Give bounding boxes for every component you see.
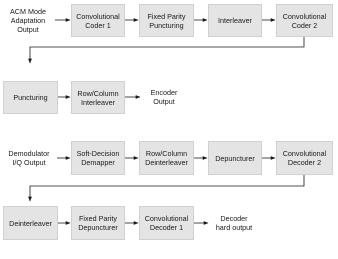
deinterleaver-block: Deinterleaver <box>3 206 58 240</box>
row-column-interleaver-block: Row/Column Interleaver <box>71 81 125 114</box>
encoder-output-label: Encoder Output <box>150 88 178 106</box>
decoder-output-label: Decoder hard output <box>215 214 253 232</box>
fixed-parity-depuncturer-block: Fixed Parity Depuncturer <box>71 206 125 240</box>
conv-decoder-1-block: Convolutional Decoder 1 <box>139 206 194 240</box>
soft-decision-demapper-block: Soft-Decision Demapper <box>71 141 125 175</box>
puncturing-block: Puncturing <box>3 81 58 114</box>
conv-coder-1-block: Convolutional Coder 1 <box>71 4 125 37</box>
arrow-conv2-to-puncturing <box>28 37 305 64</box>
fixed-parity-puncturing-block: Fixed Parity Puncturing <box>139 4 194 37</box>
depuncturer-block: Depuncturer <box>208 141 262 175</box>
dec-input-label: Demodulator I/Q Output <box>8 149 50 167</box>
conv-coder-2-block: Convolutional Coder 2 <box>276 4 333 37</box>
conv-decoder-2-block: Convolutional Decoder 2 <box>276 141 333 175</box>
interleaver-block: Interleaver <box>208 4 262 37</box>
row-column-deinterleaver-block: Row/Column Deinterleaver <box>139 141 194 175</box>
enc-input-label: ACM Mode Adaptation Output <box>10 6 46 34</box>
arrow-dec-conv2-to-deint <box>28 175 305 202</box>
